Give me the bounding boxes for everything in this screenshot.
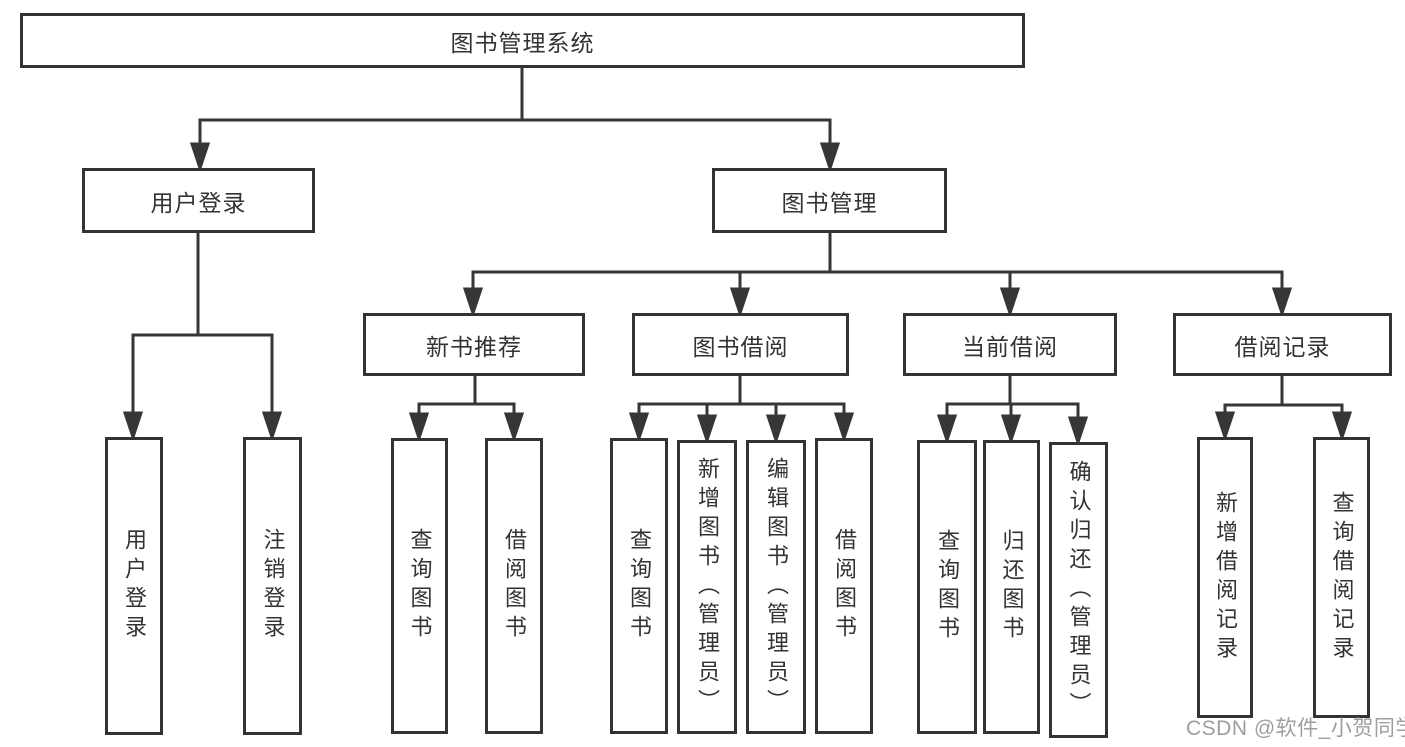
node-borrow-record: 借阅记录	[1173, 313, 1392, 376]
connector-root-to-level2	[189, 68, 841, 173]
csdn-watermark: CSDN @软件_小贺同学	[1186, 717, 1405, 740]
node-current-borrow: 当前借阅	[903, 313, 1117, 376]
connector-new-book-branch	[408, 376, 525, 443]
leaf-query-books-borrow: 查询图书	[610, 438, 668, 734]
connector-user-login-branch	[122, 233, 283, 442]
leaf-user-login: 用户登录	[105, 437, 163, 735]
leaf-confirm-return-admin: 确认归还（管理员）	[1049, 442, 1108, 738]
leaf-add-borrow-record: 新增借阅记录	[1197, 437, 1253, 718]
connector-borrow-record-branch	[1214, 376, 1353, 442]
node-new-book-recommend: 新书推荐	[363, 313, 585, 376]
connector-book-mgmt-branch	[462, 233, 1293, 318]
node-book-management: 图书管理	[712, 168, 947, 233]
node-root-system: 图书管理系统	[20, 13, 1025, 68]
node-book-borrow: 图书借阅	[632, 313, 849, 376]
leaf-return-books: 归还图书	[983, 440, 1040, 734]
leaf-query-books-recommend: 查询图书	[391, 438, 448, 734]
node-user-login: 用户登录	[82, 168, 315, 233]
leaf-edit-books-admin: 编辑图书（管理员）	[746, 440, 806, 734]
connector-book-borrow-branch	[628, 376, 855, 445]
leaf-borrow-books-recommend: 借阅图书	[485, 438, 543, 734]
leaf-borrow-books: 借阅图书	[815, 438, 873, 734]
leaf-add-books-admin: 新增图书（管理员）	[677, 440, 737, 734]
leaf-logout: 注销登录	[243, 437, 302, 735]
leaf-query-borrow-record: 查询借阅记录	[1313, 437, 1370, 718]
leaf-query-books-current: 查询图书	[917, 440, 977, 734]
connector-current-borrow-branch	[936, 376, 1089, 447]
